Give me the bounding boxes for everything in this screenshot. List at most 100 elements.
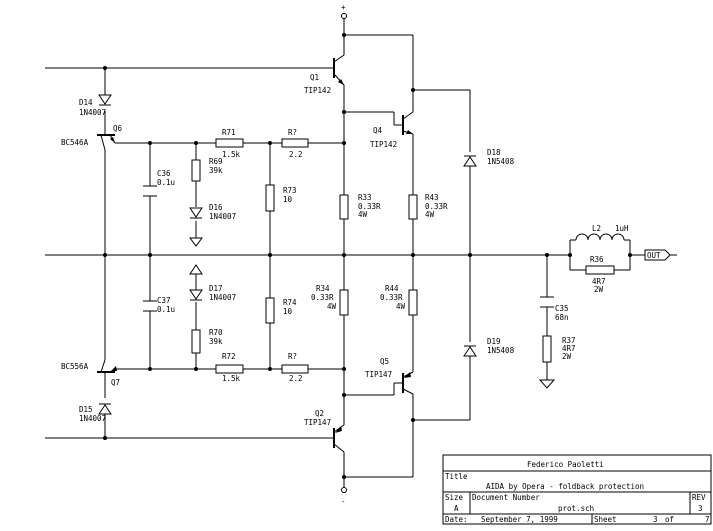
r70-ref: R70 bbox=[209, 328, 223, 337]
resistor-r7b bbox=[281, 364, 309, 374]
transistor-q6 bbox=[97, 129, 116, 151]
resistor-r34 bbox=[339, 289, 349, 316]
transistor-q7 bbox=[97, 359, 117, 378]
d18-part: 1N5408 bbox=[487, 157, 515, 166]
author: Federico Paoletti bbox=[527, 460, 604, 469]
negative-rail-terminal: - bbox=[341, 487, 347, 506]
r74-ref: R74 bbox=[283, 298, 297, 307]
d19-part: 1N5408 bbox=[487, 346, 515, 355]
size-value: A bbox=[454, 504, 459, 513]
r34-power: 4W bbox=[327, 302, 337, 311]
c36-ref: C36 bbox=[157, 169, 171, 178]
sheet-total: 7 bbox=[705, 515, 710, 524]
r7a-value: 2.2 bbox=[289, 150, 303, 159]
resistor-r69 bbox=[191, 159, 201, 182]
q5-ref: Q5 bbox=[380, 357, 389, 366]
date-value: September 7, 1999 bbox=[481, 515, 558, 524]
document-number: prot.sch bbox=[558, 504, 594, 513]
r73-value: 10 bbox=[283, 195, 293, 204]
date-label: Date: bbox=[445, 515, 468, 524]
r71-ref: R71 bbox=[222, 128, 236, 137]
title-block bbox=[442, 454, 712, 525]
d15-ref: D15 bbox=[79, 405, 93, 414]
r36-ref: R36 bbox=[590, 255, 604, 264]
d15-part: 1N4007 bbox=[79, 414, 106, 423]
ground-symbol-mid bbox=[189, 264, 203, 275]
r33-ref: R33 bbox=[358, 193, 372, 202]
svg-text:+: + bbox=[341, 3, 346, 12]
sheet-number: 3 bbox=[653, 515, 658, 524]
r36-power: 2W bbox=[594, 285, 604, 294]
r73-ref: R73 bbox=[283, 186, 297, 195]
r71-value: 1.5k bbox=[222, 150, 241, 159]
q5-part: TIP147 bbox=[365, 370, 392, 379]
transistor-q2 bbox=[328, 424, 345, 453]
c36-value: 0.1u bbox=[157, 178, 175, 187]
resistor-r44 bbox=[408, 289, 418, 316]
q6-ref: Q6 bbox=[113, 124, 123, 133]
diode-d14 bbox=[98, 94, 112, 106]
output-port: OUT bbox=[644, 249, 671, 261]
r44-ref: R44 bbox=[385, 284, 399, 293]
positive-rail-terminal: + bbox=[341, 3, 347, 19]
r44-value: 0.33R bbox=[380, 293, 403, 302]
inductor-l2 bbox=[575, 233, 625, 241]
d19-ref: D19 bbox=[487, 337, 501, 346]
transistor-q5 bbox=[394, 371, 414, 395]
rev-value: 3 bbox=[698, 504, 703, 513]
document-number-label: Document Number bbox=[472, 493, 540, 502]
r74-value: 10 bbox=[283, 307, 293, 316]
r33-power: 4W bbox=[358, 210, 368, 219]
r69-value: 39k bbox=[209, 166, 223, 175]
resistor-r74 bbox=[265, 297, 275, 324]
diode-d16 bbox=[189, 207, 203, 219]
ground-symbol-snubber bbox=[538, 379, 556, 389]
svg-text:OUT: OUT bbox=[647, 251, 661, 260]
c37-ref: C37 bbox=[157, 296, 171, 305]
r37-value: 4R7 bbox=[562, 344, 576, 353]
diode-d17 bbox=[189, 289, 203, 301]
r34-ref: R34 bbox=[316, 284, 330, 293]
diode-d15 bbox=[98, 403, 112, 415]
r43-ref: R43 bbox=[425, 193, 439, 202]
size-label: Size bbox=[445, 493, 464, 502]
resistor-r43 bbox=[408, 194, 418, 220]
transistor-q4 bbox=[394, 111, 414, 135]
d16-ref: D16 bbox=[209, 203, 223, 212]
l2-value: 1uH bbox=[615, 224, 629, 233]
sheet-of-label: of bbox=[665, 515, 674, 524]
junction-dots bbox=[103, 33, 632, 479]
diode-d19 bbox=[463, 345, 477, 357]
capacitor-c35 bbox=[540, 296, 554, 308]
rev-label: REV bbox=[692, 493, 706, 502]
wires bbox=[45, 18, 645, 487]
d16-part: 1N4007 bbox=[209, 212, 236, 221]
document-title: AIDA by Opera - foldback protection bbox=[486, 482, 644, 491]
r7b-ref: R? bbox=[288, 352, 297, 361]
r37-ref: R37 bbox=[562, 336, 576, 345]
diode-d18 bbox=[463, 155, 477, 167]
title-label: Title bbox=[445, 472, 468, 481]
r33-value: 0.33R bbox=[358, 202, 381, 211]
l2-ref: L2 bbox=[592, 224, 601, 233]
c37-value: 0.1u bbox=[157, 305, 175, 314]
d14-ref: D14 bbox=[79, 98, 93, 107]
resistor-r37 bbox=[542, 335, 552, 363]
q2-ref: Q2 bbox=[315, 409, 324, 418]
q7-ref: Q7 bbox=[111, 378, 120, 387]
resistor-r72 bbox=[215, 364, 244, 374]
capacitor-c36 bbox=[143, 185, 157, 197]
r70-value: 39k bbox=[209, 337, 223, 346]
r37-power: 2W bbox=[562, 352, 572, 361]
ground-symbol-top bbox=[189, 237, 203, 247]
r43-power: 4W bbox=[425, 210, 435, 219]
q4-part: TIP142 bbox=[370, 140, 397, 149]
resistor-r71 bbox=[215, 138, 244, 148]
resistor-r36 bbox=[585, 265, 615, 275]
q4-ref: Q4 bbox=[373, 126, 383, 135]
c35-value: 68n bbox=[555, 313, 569, 322]
r36-value: 4R7 bbox=[592, 277, 606, 286]
r34-value: 0.33R bbox=[311, 293, 334, 302]
